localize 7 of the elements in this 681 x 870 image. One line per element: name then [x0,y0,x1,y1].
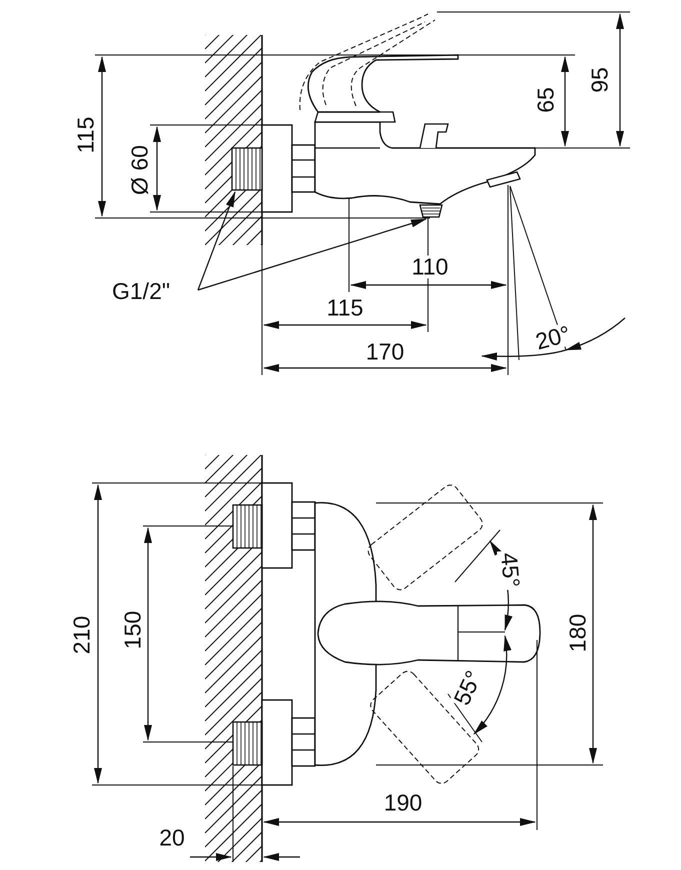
leader-line [197,191,236,290]
pipe-thread [419,204,443,218]
pipe-thread [232,721,263,766]
pipe-thread [231,147,263,191]
dimension-value: Ø 60 [128,143,152,197]
leader-line [198,218,427,291]
pipe-thread [232,504,263,549]
